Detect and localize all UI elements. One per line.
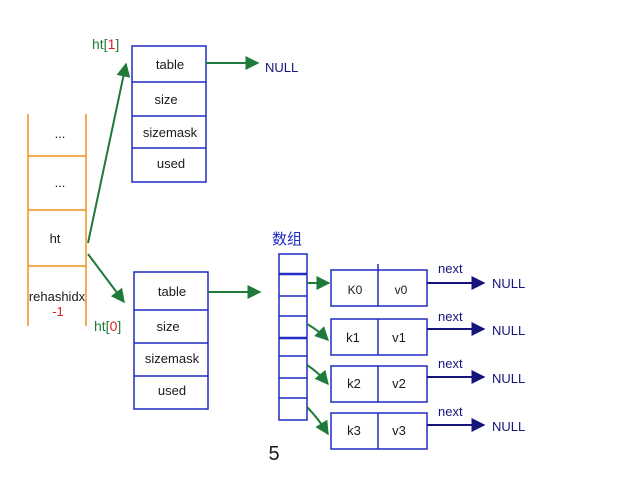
- entry-1-key: k1: [346, 330, 360, 345]
- ht1-table: table size sizemask used ht[1]: [92, 36, 207, 183]
- entry-node-0: K0 v0: [330, 264, 428, 307]
- bucket-arrow-2: [306, 364, 329, 386]
- entry-0-next-label: next: [438, 261, 463, 276]
- ht1-null-label: NULL: [265, 60, 298, 75]
- entry-2-null: NULL: [492, 371, 525, 386]
- dict-cell-1: ...: [55, 126, 66, 141]
- ht0-field-sizemask: sizemask: [145, 351, 200, 366]
- dict-struct: ... ... ht rehashidx -1: [27, 114, 87, 326]
- dict-ht-label: ht: [50, 231, 61, 246]
- ht1-field-used: used: [157, 156, 185, 171]
- entry-2-value: v2: [392, 376, 406, 391]
- bucket-array: [278, 253, 308, 421]
- entry-1-value: v1: [392, 330, 406, 345]
- entry-node-1: k1 v1: [330, 318, 428, 356]
- page-number: 5: [268, 443, 279, 465]
- entry-3-null: NULL: [492, 419, 525, 434]
- array-label: 数组: [272, 231, 302, 248]
- entry-0-value: v0: [395, 283, 408, 297]
- ht1-field-table: table: [156, 57, 184, 72]
- ht0-field-size: size: [156, 319, 179, 334]
- bucket-arrow-1: [306, 323, 329, 341]
- dict-cell-2: ...: [55, 175, 66, 190]
- ht-to-ht1-arrow: [87, 62, 131, 244]
- entry-0-null: NULL: [492, 276, 525, 291]
- entry-3-key: k3: [347, 423, 361, 438]
- ht-to-ht0-arrow: [87, 253, 125, 304]
- entry-1-null: NULL: [492, 323, 525, 338]
- bucket-arrow-3: [306, 406, 329, 436]
- entry-2-key: k2: [347, 376, 361, 391]
- ht1-field-sizemask: sizemask: [143, 125, 198, 140]
- ht0-label: ht[0]: [94, 318, 121, 334]
- ht1-field-size: size: [154, 92, 177, 107]
- ht0-table: table size sizemask used ht[0]: [94, 271, 209, 410]
- entry-3-value: v3: [392, 423, 406, 438]
- entry-2-next-label: next: [438, 356, 463, 371]
- ht1-label: ht[1]: [92, 36, 119, 52]
- entry-node-3: k3 v3: [330, 412, 428, 450]
- entry-0-key: K0: [348, 283, 363, 297]
- ht0-field-used: used: [158, 383, 186, 398]
- entry-3-next-label: next: [438, 404, 463, 419]
- entry-1-next-label: next: [438, 309, 463, 324]
- dict-rehashidx-label: rehashidx: [29, 289, 86, 304]
- ht0-field-table: table: [158, 284, 186, 299]
- dict-rehashidx-value: -1: [52, 304, 64, 319]
- entry-node-2: k2 v2: [330, 365, 428, 403]
